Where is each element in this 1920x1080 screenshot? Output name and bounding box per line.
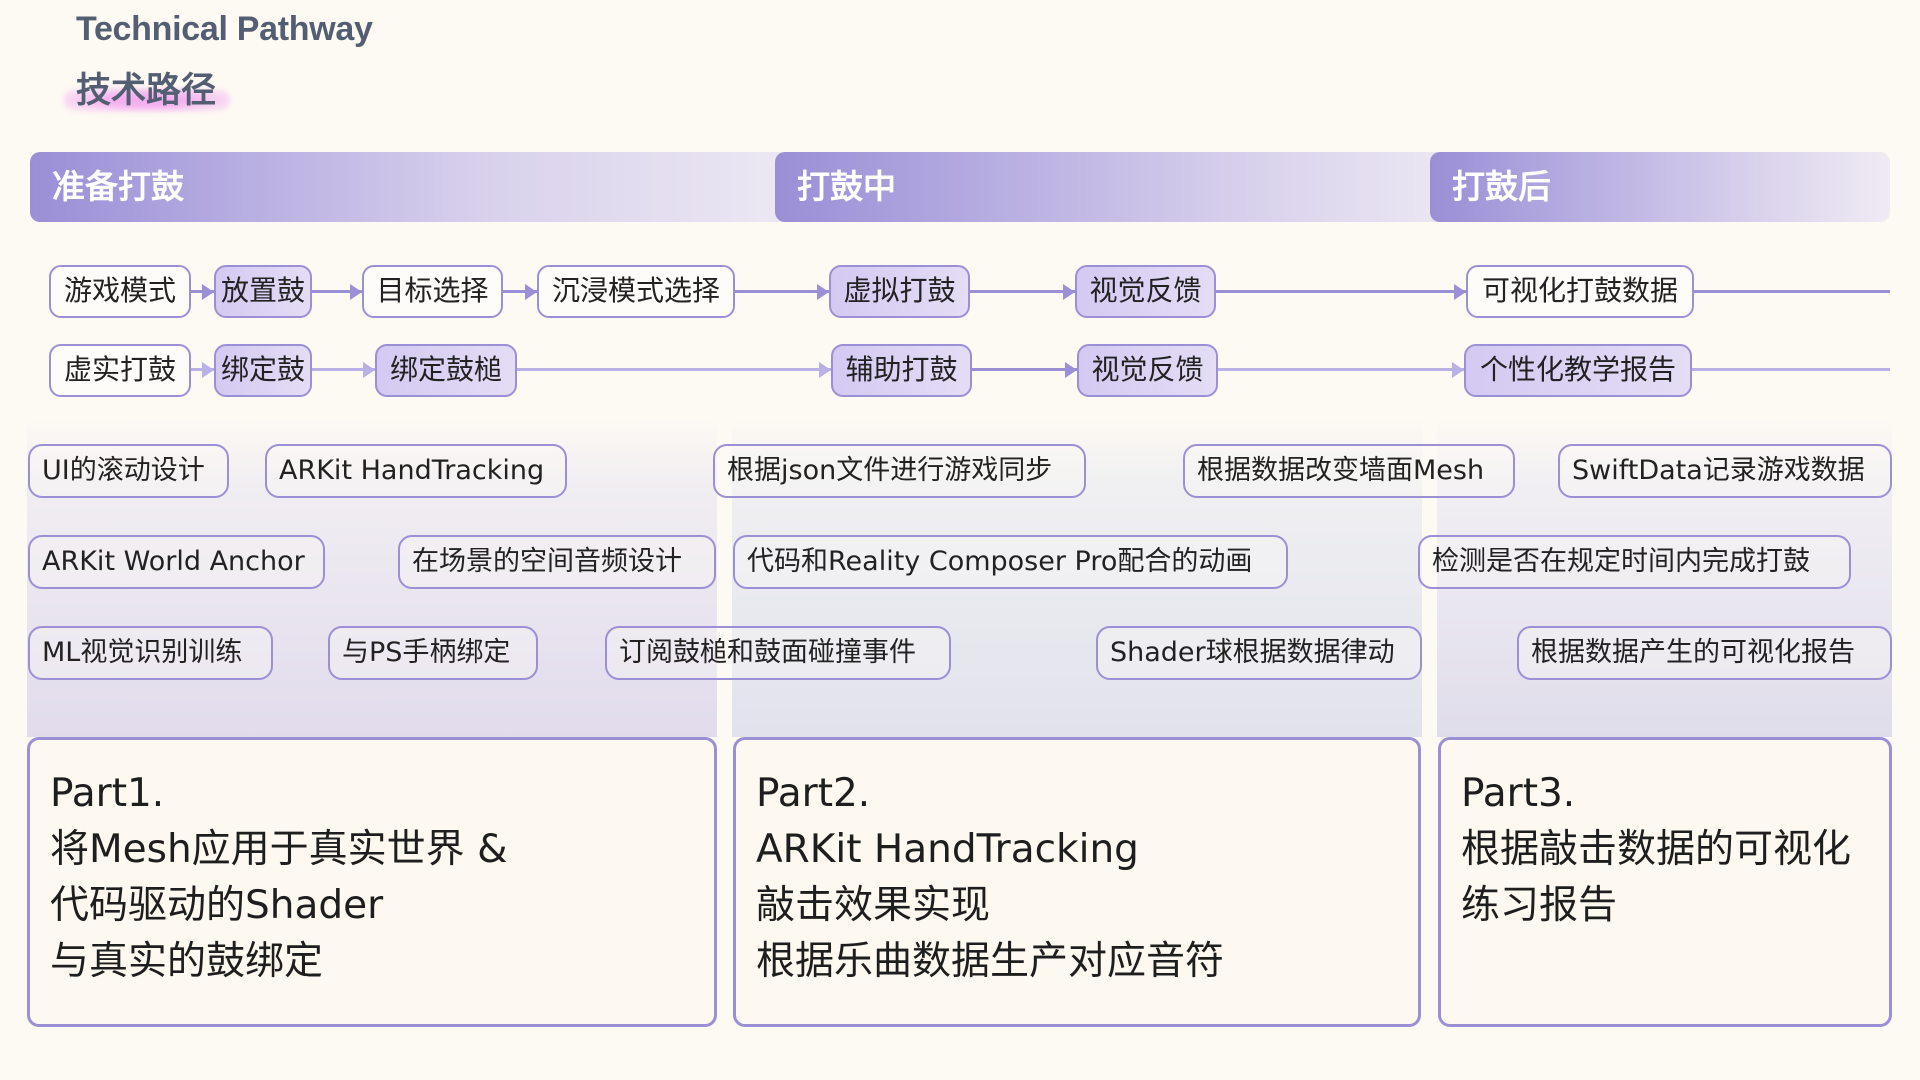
- flow-connector: [970, 290, 1075, 293]
- arrow-icon: [363, 362, 375, 378]
- flow-connector: [312, 290, 362, 293]
- tech-tag: SwiftData记录游戏数据: [1558, 444, 1892, 498]
- stage-header-after: 打鼓后: [1430, 152, 1890, 222]
- part-line: 与真实的鼓绑定: [50, 939, 324, 984]
- tech-tag: 检测是否在规定时间内完成打鼓: [1418, 535, 1851, 589]
- tech-tag: 根据数据产生的可视化报告: [1517, 626, 1892, 680]
- flow-connector: [972, 368, 1077, 371]
- arrow-icon: [202, 284, 214, 300]
- stage-header-during: 打鼓中: [775, 152, 1455, 222]
- arrow-icon: [1063, 284, 1075, 300]
- title-chinese: 技术路径: [76, 71, 217, 111]
- flow-node-virtual-drumming: 虚拟打鼓: [829, 265, 970, 318]
- tech-tag: ARKit World Anchor: [28, 535, 325, 589]
- flow-node-teaching-report: 个性化教学报告: [1464, 344, 1692, 397]
- part-card-2: Part2. ARKit HandTracking 敲击效果实现 根据乐曲数据生…: [733, 737, 1421, 1027]
- arrow-icon: [525, 284, 537, 300]
- stage-header-prepare: 准备打鼓: [30, 152, 792, 222]
- part-line: 练习报告: [1461, 883, 1618, 928]
- flow-node-game-mode: 游戏模式: [49, 265, 191, 318]
- tech-tag: Shader球根据数据律动: [1096, 626, 1422, 680]
- part-line: 代码驱动的Shader: [50, 883, 384, 928]
- flow-connector: [312, 368, 375, 371]
- flow-connector: [1216, 290, 1466, 293]
- tech-tag: 代码和Reality Composer Pro配合的动画: [733, 535, 1288, 589]
- part-line: 敲击效果实现: [756, 883, 991, 928]
- flow-node-visual-feedback: 视觉反馈: [1075, 265, 1216, 318]
- flow-node-mixed-drumming: 虚实打鼓: [49, 344, 191, 397]
- arrow-icon: [1065, 362, 1077, 378]
- flow-node-bind-drumstick: 绑定鼓槌: [375, 344, 517, 397]
- part-card-3: Part3. 根据敲击数据的可视化 练习报告: [1438, 737, 1892, 1027]
- part-line: 根据乐曲数据生产对应音符: [756, 939, 1225, 984]
- tech-panel-prepare: [27, 420, 717, 737]
- part-heading: Part1.: [50, 771, 165, 816]
- tech-tag: 根据json文件进行游戏同步: [713, 444, 1086, 498]
- title-english: Technical Pathway: [76, 10, 373, 48]
- tech-tag: 与PS手柄绑定: [328, 626, 538, 680]
- arrow-icon: [817, 284, 829, 300]
- part-heading: Part3.: [1461, 771, 1576, 816]
- part-line: 将Mesh应用于真实世界 &: [50, 827, 508, 872]
- tech-tag: ARKit HandTracking: [265, 444, 567, 498]
- flow-connector: [735, 290, 829, 293]
- flow-node-bind-drum: 绑定鼓: [214, 344, 312, 397]
- part-heading: Part2.: [756, 771, 871, 816]
- part-line: ARKit HandTracking: [756, 827, 1139, 872]
- flow-node-immersive-mode: 沉浸模式选择: [537, 265, 735, 318]
- tech-panel-after: [1437, 420, 1892, 737]
- arrow-icon: [819, 362, 831, 378]
- flow-connector: [1218, 368, 1464, 371]
- flow-connector: [1694, 290, 1890, 293]
- tech-tag: 订阅鼓槌和鼓面碰撞事件: [605, 626, 951, 680]
- flow-node-place-drum: 放置鼓: [214, 265, 312, 318]
- part-card-1: Part1. 将Mesh应用于真实世界 & 代码驱动的Shader 与真实的鼓绑…: [27, 737, 717, 1027]
- tech-tag: UI的滚动设计: [28, 444, 229, 498]
- flow-connector: [517, 368, 831, 371]
- arrow-icon: [1452, 362, 1464, 378]
- arrow-icon: [1454, 284, 1466, 300]
- flow-connector: [1692, 368, 1890, 371]
- flow-node-visualize-data: 可视化打鼓数据: [1466, 265, 1694, 318]
- tech-tag: 根据数据改变墙面Mesh: [1183, 444, 1515, 498]
- arrow-icon: [350, 284, 362, 300]
- title-highlight: [64, 88, 230, 112]
- tech-tag: ML视觉识别训练: [28, 626, 273, 680]
- tech-panel-during: [732, 420, 1422, 737]
- flow-node-target-select: 目标选择: [362, 265, 503, 318]
- tech-tag: 在场景的空间音频设计: [398, 535, 716, 589]
- flow-connector: [503, 290, 537, 293]
- flow-node-visual-feedback-2: 视觉反馈: [1077, 344, 1218, 397]
- part-line: 根据敲击数据的可视化: [1461, 827, 1852, 872]
- flow-node-assisted-drumming: 辅助打鼓: [831, 344, 972, 397]
- arrow-icon: [202, 362, 214, 378]
